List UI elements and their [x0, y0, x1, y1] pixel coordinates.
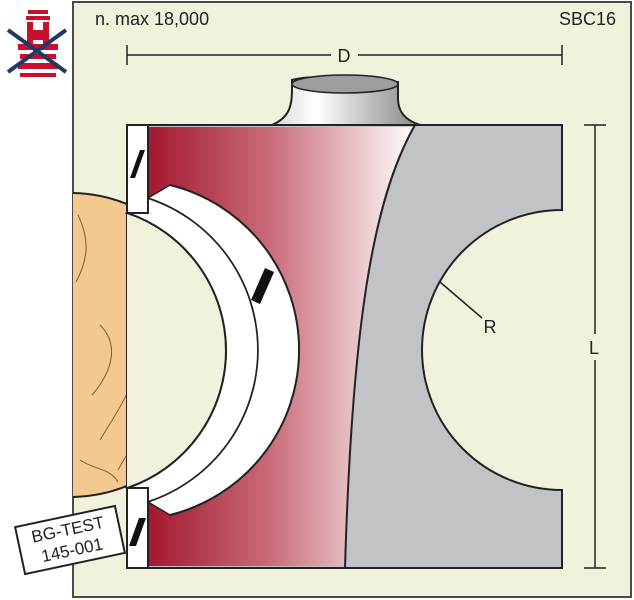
profile-inner-arc [126, 212, 227, 489]
chip-mark-bottom [129, 518, 146, 546]
shank-top-face [291, 74, 399, 94]
body-divider-line [344, 124, 416, 569]
max-speed-label: n. max 18,000 [95, 9, 209, 29]
dimension-d [126, 45, 563, 65]
profile-outer-arc [169, 184, 301, 516]
dimension-l-label: L [589, 338, 599, 358]
dimension-d-label: D [338, 46, 351, 66]
radius-r-label: R [484, 317, 497, 337]
radius-leader-line [439, 281, 483, 319]
chip-mark-top [130, 150, 145, 178]
dimension-l [584, 124, 606, 569]
chip-mark-middle [251, 268, 274, 304]
product-code-label: SBC16 [559, 9, 616, 29]
machine-crossed-out-icon [6, 10, 68, 77]
